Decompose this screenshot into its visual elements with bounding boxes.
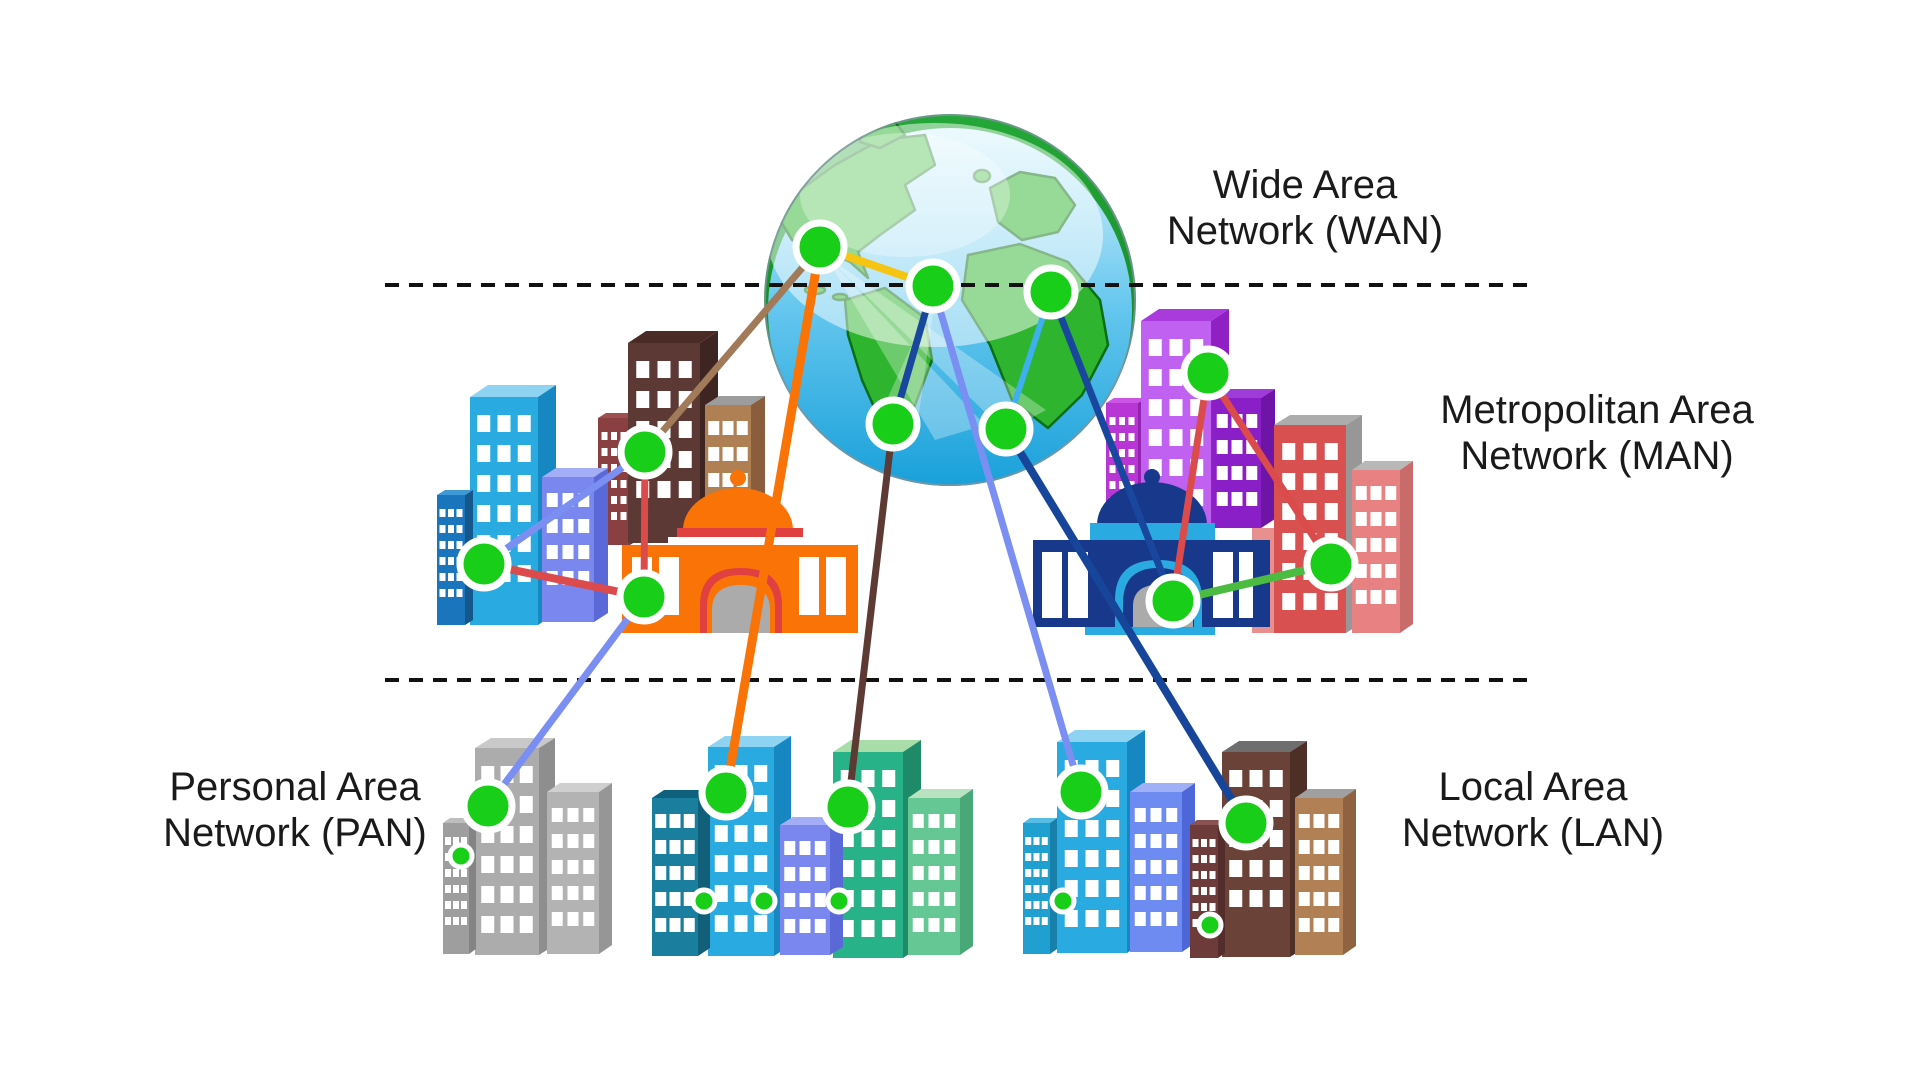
- network-link: [484, 593, 648, 810]
- wan-label-line2: Network (WAN): [1166, 209, 1444, 253]
- pan-label-line1: Personal Area: [169, 765, 421, 809]
- network-node-wan-4: [865, 396, 921, 452]
- network-nodes: [447, 219, 1359, 939]
- network-node-wan-1: [792, 219, 848, 275]
- network-node-lan-mid-4: [750, 887, 778, 915]
- wan-label-line1: Wide Area: [1212, 163, 1398, 207]
- network-node-lan-right-3: [1049, 887, 1077, 915]
- network-link: [929, 282, 1085, 796]
- network-node-pan-1: [460, 778, 516, 834]
- pan-label-line2: Network (PAN): [163, 811, 427, 855]
- network-node-man-left-3: [616, 569, 672, 625]
- building: [1295, 789, 1356, 955]
- wan-label: Wide Area Network (WAN): [1045, 162, 1565, 254]
- network-link: [1002, 425, 1250, 827]
- building: [1023, 818, 1057, 954]
- lan-label-line2: Network (LAN): [1401, 811, 1665, 855]
- network-link: [721, 242, 825, 798]
- network-node-man-right-2: [1303, 536, 1359, 592]
- network-node-man-right-1: [1180, 345, 1236, 401]
- man-label: Metropolitan Area Network (MAN): [1337, 387, 1857, 479]
- building: [547, 783, 612, 954]
- man-label-line2: Network (MAN): [1460, 434, 1734, 478]
- network-link: [844, 420, 897, 811]
- building: [833, 740, 921, 958]
- network-node-lan-right-4: [1196, 911, 1224, 939]
- building: [1222, 741, 1307, 957]
- network-link: [1047, 288, 1177, 605]
- lan-label-line1: Local Area: [1438, 765, 1628, 809]
- network-link: [1169, 369, 1212, 605]
- building: [1130, 783, 1195, 952]
- network-node-man-right-3: [1145, 573, 1201, 629]
- network-node-lan-right-2: [1218, 795, 1274, 851]
- network-node-lan-mid-1: [698, 765, 754, 821]
- building: [652, 790, 710, 956]
- network-node-wan-2: [905, 258, 961, 314]
- pan-label: Personal Area Network (PAN): [35, 764, 555, 856]
- network-node-pan-2: [447, 842, 475, 870]
- building: [780, 817, 843, 955]
- network-node-wan-3: [1023, 264, 1079, 320]
- network-node-man-left-2: [456, 536, 512, 592]
- network-link: [1204, 369, 1335, 568]
- network-node-wan-5: [978, 401, 1034, 457]
- network-link: [480, 448, 649, 568]
- network-node-man-left-1: [617, 424, 673, 480]
- network-node-lan-mid-5: [825, 887, 853, 915]
- network-node-lan-right-1: [1053, 764, 1109, 820]
- network-link: [641, 243, 824, 456]
- building: [1352, 461, 1413, 633]
- globe-illustration: [764, 114, 1136, 486]
- network-node-lan-mid-3: [690, 887, 718, 915]
- man-label-line1: Metropolitan Area: [1440, 388, 1754, 432]
- network-node-lan-mid-2: [820, 779, 876, 835]
- building: [1274, 415, 1362, 633]
- lan-label: Local Area Network (LAN): [1273, 764, 1793, 856]
- building: [908, 789, 973, 955]
- building: [542, 468, 608, 622]
